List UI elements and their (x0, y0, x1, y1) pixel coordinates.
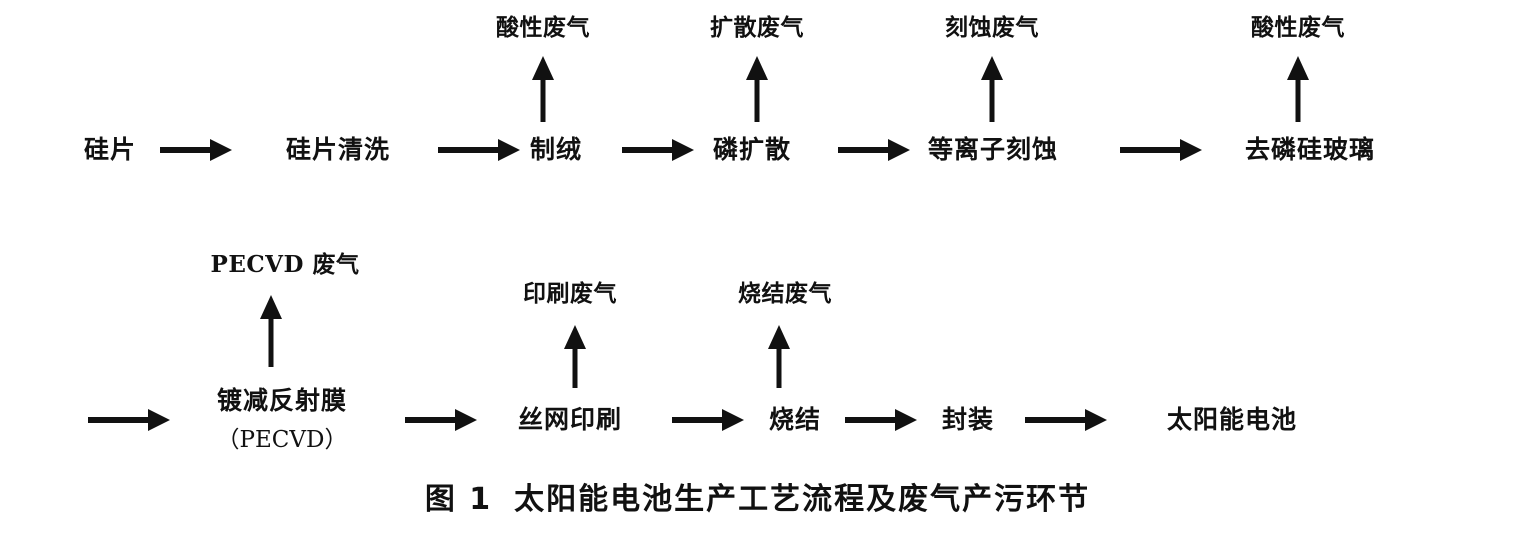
up-arrow-icon-acid-waste-gas-2 (1287, 56, 1309, 122)
flow-arrow-icon-r2-3 (845, 409, 917, 431)
arrowhead-icon (455, 409, 477, 431)
arrowhead-icon (1287, 56, 1309, 80)
stage-antireflection-coating-sublabel: （PECVD） (216, 427, 348, 454)
stage-antireflection-coating-label: 镀减反射膜 (216, 385, 348, 415)
arrowhead-icon (210, 139, 232, 161)
up-arrow-icon-diffusion-waste-gas (746, 56, 768, 122)
arrow-shaft (160, 147, 214, 153)
up-arrow-icon-pecvd-waste-gas (260, 295, 282, 367)
arrow-shaft (88, 417, 150, 423)
arrow-shaft (405, 417, 459, 423)
arrow-shaft (540, 74, 546, 122)
stage-psg-removal: 去磷硅玻璃 (1244, 134, 1376, 164)
figure-caption: 图 1 太阳能电池生产工艺流程及废气产污环节 (425, 474, 1090, 518)
emission-label-sintering-waste-gas: 烧结废气 (738, 280, 832, 307)
figure-caption-number: 图 1 (424, 482, 493, 517)
arrowhead-icon (148, 409, 170, 431)
flow-arrow-icon-r2-4 (1025, 409, 1107, 431)
arrowhead-icon (260, 295, 282, 319)
arrow-shaft (989, 74, 995, 122)
arrowhead-icon (672, 139, 694, 161)
stage-plasma-etching: 等离子刻蚀 (927, 134, 1059, 164)
stage-sintering: 烧结 (768, 404, 822, 434)
stage-solar-cell: 太阳能电池 (1166, 404, 1298, 434)
arrowhead-icon (888, 139, 910, 161)
arrowhead-icon (564, 325, 586, 349)
emission-label-pecvd-waste-gas: PECVD 废气 (210, 250, 360, 278)
emission-label-etching-waste-gas: 刻蚀废气 (945, 14, 1039, 41)
arrow-shaft (268, 315, 274, 367)
stage-encapsulation: 封装 (941, 404, 995, 434)
emission-label-acid-waste-gas-2: 酸性废气 (1251, 14, 1345, 41)
emission-label-printing-waste-gas: 印刷废气 (523, 280, 617, 307)
arrowhead-icon (722, 409, 744, 431)
arrow-shaft (572, 344, 578, 388)
stage-phosphorus-diffusion: 磷扩散 (712, 134, 792, 164)
arrow-shaft (1120, 147, 1182, 153)
flow-arrow-icon-r2-2 (672, 409, 744, 431)
emission-label-acid-waste-gas-1: 酸性废气 (496, 14, 590, 41)
arrowhead-icon (1085, 409, 1107, 431)
arrow-shaft (672, 417, 726, 423)
arrowhead-icon (1180, 139, 1202, 161)
up-arrow-icon-acid-waste-gas-1 (532, 56, 554, 122)
flow-arrow-icon-r2-1 (405, 409, 477, 431)
flow-arrow-icon-r1-4 (838, 139, 910, 161)
arrow-shaft (438, 147, 500, 153)
arrow-shaft (845, 417, 899, 423)
arrow-shaft (622, 147, 676, 153)
up-arrow-icon-etching-waste-gas (981, 56, 1003, 122)
stage-wafer-cleaning: 硅片清洗 (285, 134, 391, 164)
flow-arrow-icon-r1-1 (160, 139, 232, 161)
flow-arrow-icon-r1-3 (622, 139, 694, 161)
arrowhead-icon (746, 56, 768, 80)
flow-arrow-icon-r2-0 (88, 409, 170, 431)
arrowhead-icon (768, 325, 790, 349)
stage-antireflection-coating: 镀减反射膜 （PECVD） (216, 385, 348, 454)
figure-caption-text: 太阳能电池生产工艺流程及废气产污环节 (514, 482, 1091, 517)
arrow-shaft (1295, 74, 1301, 122)
up-arrow-icon-sintering-waste-gas (768, 325, 790, 388)
arrow-shaft (838, 147, 892, 153)
arrow-shaft (754, 74, 760, 122)
stage-screen-printing: 丝网印刷 (517, 404, 623, 434)
arrow-shaft (1025, 417, 1087, 423)
up-arrow-icon-printing-waste-gas (564, 325, 586, 388)
arrowhead-icon (981, 56, 1003, 80)
arrowhead-icon (498, 139, 520, 161)
arrowhead-icon (532, 56, 554, 80)
emission-label-diffusion-waste-gas: 扩散废气 (710, 14, 804, 41)
stage-texturing: 制绒 (529, 134, 583, 164)
stage-silicon-wafer: 硅片 (83, 134, 137, 164)
flow-arrow-icon-r1-5 (1120, 139, 1202, 161)
arrowhead-icon (895, 409, 917, 431)
arrow-shaft (776, 344, 782, 388)
flow-arrow-icon-r1-2 (438, 139, 520, 161)
